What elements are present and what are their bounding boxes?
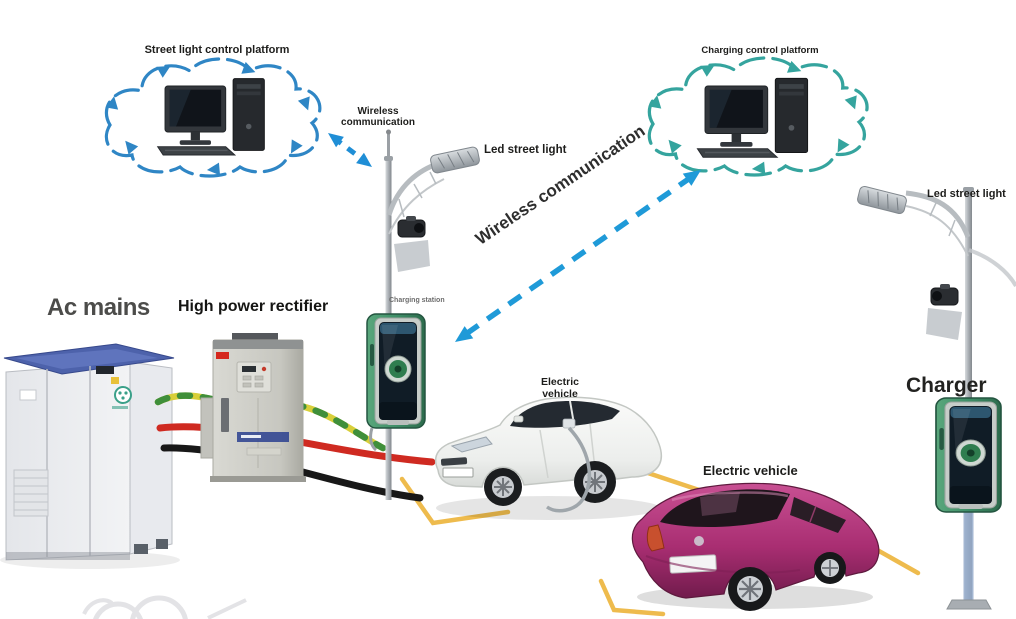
street-light-platform-label: Street light control platform xyxy=(144,44,290,56)
street-light-pole-right xyxy=(856,184,1016,610)
surveillance-camera-mid xyxy=(393,215,431,273)
ac-mains-label: Ac mains xyxy=(47,294,150,321)
charging-cloud xyxy=(649,58,867,175)
charging-station-label: Charging station xyxy=(389,297,445,304)
led-street-light-fixture-right xyxy=(856,184,908,216)
charger-label: Charger xyxy=(906,374,987,397)
wireless-link-long-arrow xyxy=(455,170,701,342)
electric-vehicle-label-pink: Electric vehicle xyxy=(703,463,798,478)
led-street-light-label-right: Led street light xyxy=(927,188,1006,200)
electric-vehicle-label-white: Electric vehicle xyxy=(541,376,579,401)
desktop-computer-left xyxy=(156,77,266,156)
wireless-link-short-arrow xyxy=(328,133,372,167)
led-street-light-fixture-mid xyxy=(429,145,481,175)
charging-cable xyxy=(545,426,592,513)
street-light-cloud xyxy=(106,59,319,176)
surveillance-camera-right xyxy=(925,283,963,341)
led-street-light-label-mid: Led street light xyxy=(484,144,567,156)
ac-mains-transformer xyxy=(0,343,180,569)
high-power-rectifier-label: High power rectifier xyxy=(178,298,329,315)
electric-vehicle-pink xyxy=(631,482,880,611)
electric-vehicle-white xyxy=(435,396,663,513)
charging-station-unit xyxy=(366,313,426,429)
wireless-communication-label-top: Wireless communication xyxy=(341,106,415,129)
high-power-rectifier-cabinet xyxy=(200,333,306,482)
watermark xyxy=(82,595,247,619)
charging-platform-label: Charging control platform xyxy=(701,45,819,56)
desktop-computer-right xyxy=(696,77,809,158)
charger-unit xyxy=(935,397,1002,513)
street-light-pole-mid xyxy=(366,129,481,500)
